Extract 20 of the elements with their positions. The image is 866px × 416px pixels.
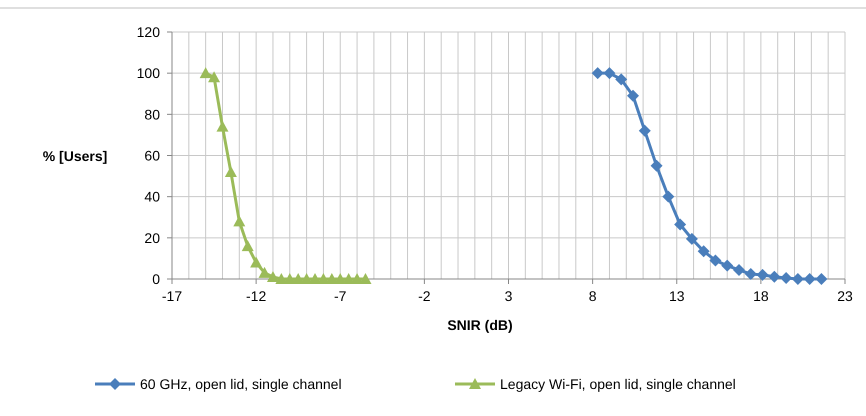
x-tick-label: -2 [418,288,431,304]
x-tick-label: -12 [246,288,266,304]
x-axis-title: SNIR (dB) [447,317,513,333]
x-tick-label: 3 [504,288,512,304]
legend-label: Legacy Wi-Fi, open lid, single channel [500,376,736,392]
y-tick-label: 40 [144,188,160,205]
x-tick-label: -17 [162,288,182,304]
y-tick-label: 80 [144,106,160,122]
y-tick-label: 100 [136,65,160,82]
x-tick-label: 18 [753,288,769,304]
y-tick-label: 60 [144,148,160,164]
x-tick-label: -7 [334,288,346,304]
x-tick-label: 8 [588,288,597,304]
y-tick-label: 0 [152,271,160,287]
x-tick-label: 23 [837,288,853,304]
y-axis-title: % [Users] [42,148,108,164]
y-tick-label: 20 [144,230,160,246]
y-tick-label: 120 [136,24,160,40]
x-tick-label: 13 [668,288,685,304]
legend-label: 60 GHz, open lid, single channel [140,376,342,392]
